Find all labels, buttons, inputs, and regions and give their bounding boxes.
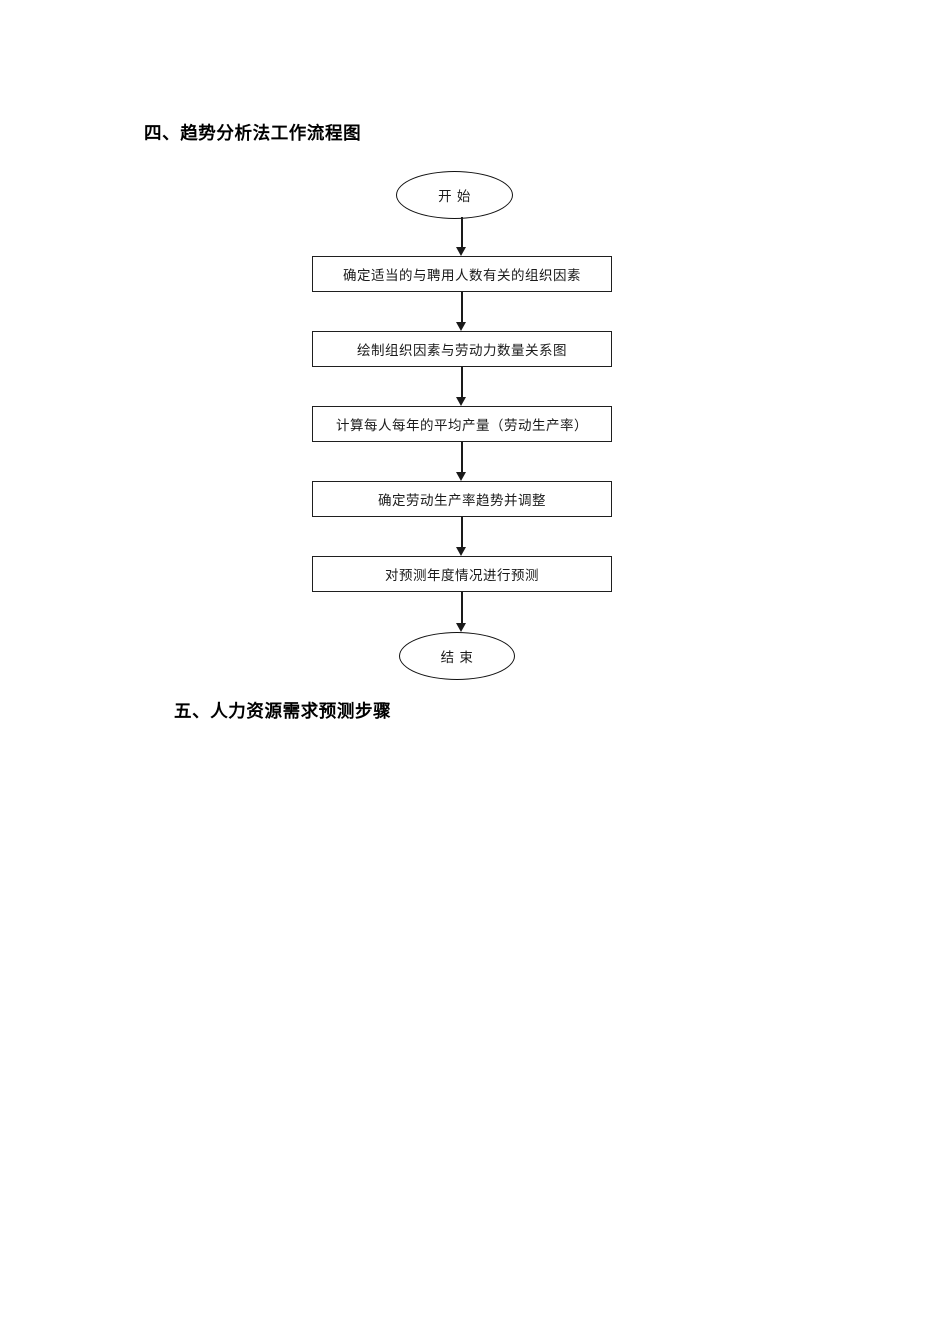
down-arrow-icon: [456, 247, 466, 256]
page-title-section-5: 五、人力资源需求预测步骤: [174, 702, 392, 722]
connector-p3-to-p4: [461, 442, 463, 473]
connector-p1-to-p2: [461, 292, 463, 323]
down-arrow-icon: [456, 623, 466, 632]
flowchart-node-start: 开 始: [396, 171, 513, 219]
connector-p4-to-p5: [461, 517, 463, 548]
down-arrow-icon: [456, 547, 466, 556]
down-arrow-icon: [456, 322, 466, 331]
flowchart-node-calculate-average-output: 计算每人每年的平均产量（劳动生产率）: [312, 406, 612, 442]
trend-analysis-flowchart: 开 始 确定适当的与聘用人数有关的组织因素 绘制组织因素与劳动力数量关系图 计算…: [312, 171, 612, 680]
connector-start-to-p1: [461, 217, 463, 248]
flowchart-node-forecast-target-year: 对预测年度情况进行预测: [312, 556, 612, 592]
down-arrow-icon: [456, 472, 466, 481]
flowchart-node-end: 结 束: [399, 632, 515, 680]
page-title-section-4: 四、趋势分析法工作流程图: [144, 124, 362, 144]
connector-p5-to-end: [461, 592, 463, 624]
down-arrow-icon: [456, 397, 466, 406]
flowchart-node-determine-organizational-factors: 确定适当的与聘用人数有关的组织因素: [312, 256, 612, 292]
connector-p2-to-p3: [461, 367, 463, 398]
flowchart-node-determine-productivity-trend: 确定劳动生产率趋势并调整: [312, 481, 612, 517]
flowchart-node-plot-factor-workforce-relationship: 绘制组织因素与劳动力数量关系图: [312, 331, 612, 367]
